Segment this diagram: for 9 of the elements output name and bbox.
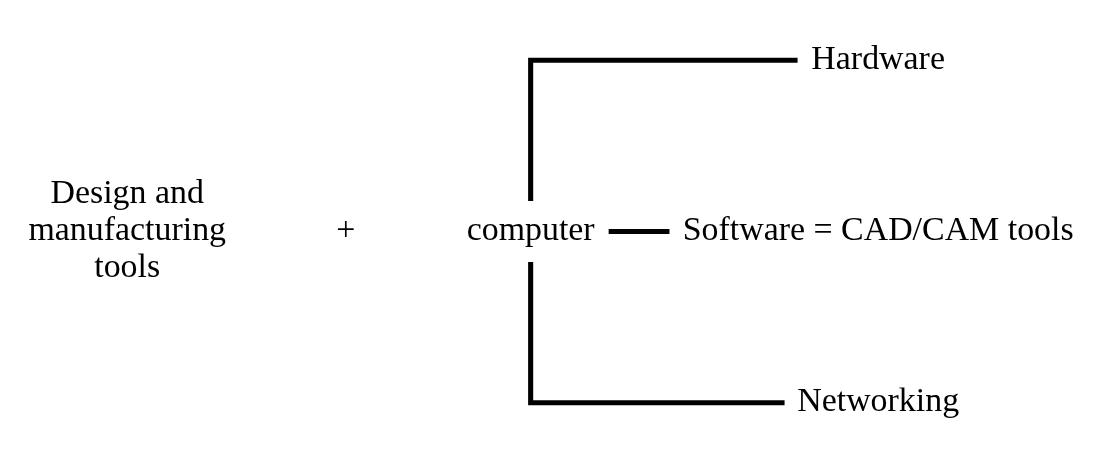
connector (528, 262, 785, 406)
connector (608, 228, 670, 235)
node-text: Networking (797, 381, 960, 419)
node-text: computer (466, 209, 595, 247)
node-text: Hardware (811, 38, 945, 76)
label: Design and manufacturing tools (28, 172, 227, 285)
label: + (336, 209, 356, 247)
connector (528, 57, 798, 201)
node-text: Software = CAD/CAM tools (682, 209, 1074, 247)
